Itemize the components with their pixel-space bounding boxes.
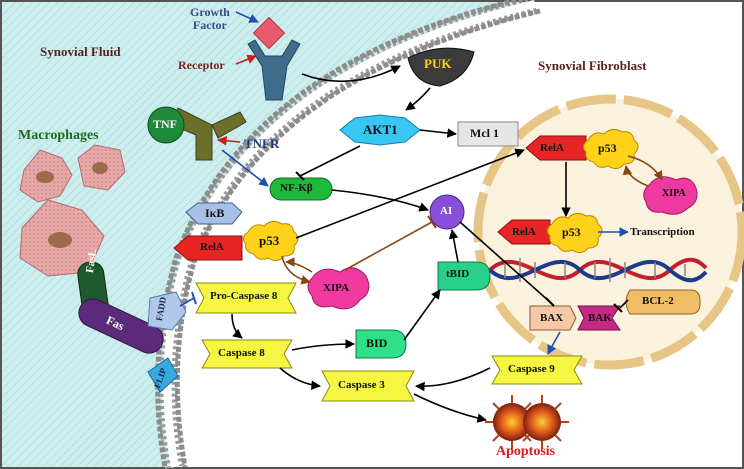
caspase8-label: Caspase 8 [218,347,265,359]
edge-xipa-ai-inhibit [344,221,433,271]
tbid-node [437,261,491,291]
pathway-edges [179,11,663,423]
edge-bcl2-bak-inhibit [619,299,629,309]
bid-node [355,329,407,359]
edge-akt1-nfkb-inhibit [299,145,361,177]
puk-node [407,47,475,87]
edge-tnfr-nfkb [221,149,269,187]
pro-caspase8-node [195,282,297,314]
xipa-label-top: XIPA [662,188,686,199]
edge-bid-tbid [403,289,441,341]
ai-node [429,194,465,230]
bax-label: BAX [540,312,564,324]
transcription-label: Transcription [630,226,695,238]
edge-puk-akt1 [405,87,431,111]
bax-node [529,305,577,331]
macrophages-label: Macrophages [18,128,99,143]
ikb-rela-p53-complex [173,202,299,262]
synovial-fluid-region [2,2,530,467]
fadd-icon [147,291,187,331]
edge-bax-caspase9 [547,331,561,355]
bcl2-label: BCL-2 [642,295,674,307]
edge-p53-xipa-loop [281,255,311,285]
synovial-fluid-label: Synovial Fluid [40,44,121,59]
ikb-label: IκB [205,206,225,220]
tbid-label: tBID [446,268,470,280]
receptor-label: Receptor [178,58,225,72]
caspase9-node [491,355,583,385]
bid-label: BID [366,336,388,350]
receptor-icon [247,39,301,101]
nfkb-label: NF-Kβ [280,182,313,194]
dna-helix-icon [488,257,708,283]
pro-caspase8-label: Pro-Caspase 8 [210,290,278,302]
edge-nfkb-ai [331,189,429,212]
caspase9-label: Caspase 9 [508,363,555,375]
ai-label: AI [440,205,453,217]
rela-p53-nuclear-top [525,128,639,170]
edge-growthfactor-receptor [235,11,259,23]
synovial-fibroblast-label: Synovial Fibroblast [538,58,647,73]
mcl1-node [457,121,519,147]
p53-label-top: p53 [598,141,617,155]
edge-xipa-p53-upper [622,165,649,187]
edge-ai-bax-inhibit [459,221,551,303]
tnf-label: TNF [153,117,177,131]
edge-caspase8-bid [291,339,355,351]
macrophage-cell-icon [19,144,126,277]
tnfr-label: TNFR [244,136,280,151]
edge-caspase8-caspase3 [279,367,321,390]
growth-factor-label: Growth Factor [190,5,230,32]
p53-label-left: p53 [259,233,280,248]
mcl1-label: Mcl 1 [470,126,499,140]
caspase3-label: Caspase 3 [338,379,385,391]
bcl2-node [625,289,701,315]
caspase3-node [321,370,415,402]
fas-receptor-icon [78,298,164,354]
edge-p53-xipa-upper [627,155,663,181]
rela-label-transcription: RelA [512,226,536,238]
akt1-label: AKT1 [363,122,398,137]
edge-tnfr-label [217,136,241,146]
xipa-node-lower [307,267,370,310]
edge-receptor-label [235,54,257,65]
edge-caspase3-apoptosis [413,393,487,423]
tnf-icon [147,106,185,144]
caspase8-node [201,339,293,369]
edge-p53-rela-nucleus [295,148,525,239]
xipa-label-left: XIPA [323,282,350,294]
growth-factor-icon [252,16,286,50]
edge-tbid-ai [448,229,459,263]
rela-p53-nuclear-transcription [497,212,603,254]
edge-procaspase8-caspase8 [231,313,243,339]
p53-label-transcription: p53 [562,225,581,239]
bak-label: BAK [588,312,612,324]
edge-akt1-mcl1 [419,128,457,138]
xipa-node-upper [643,176,698,215]
rela-label-top: RelA [540,142,564,154]
apoptosis-label: Apoptosis [496,444,556,459]
rela-label-left: RelA [200,241,224,253]
edge-fadd-procaspase8 [179,297,195,307]
bak-node [577,305,621,331]
apoptotic-cell-icon [485,395,569,449]
edge-receptor-puk [301,65,401,83]
edge-xipa-p53-loop [285,257,313,273]
edge-caspase9-caspase3 [415,367,491,392]
flip-icon [147,357,179,393]
puk-label: PUK [424,56,452,71]
